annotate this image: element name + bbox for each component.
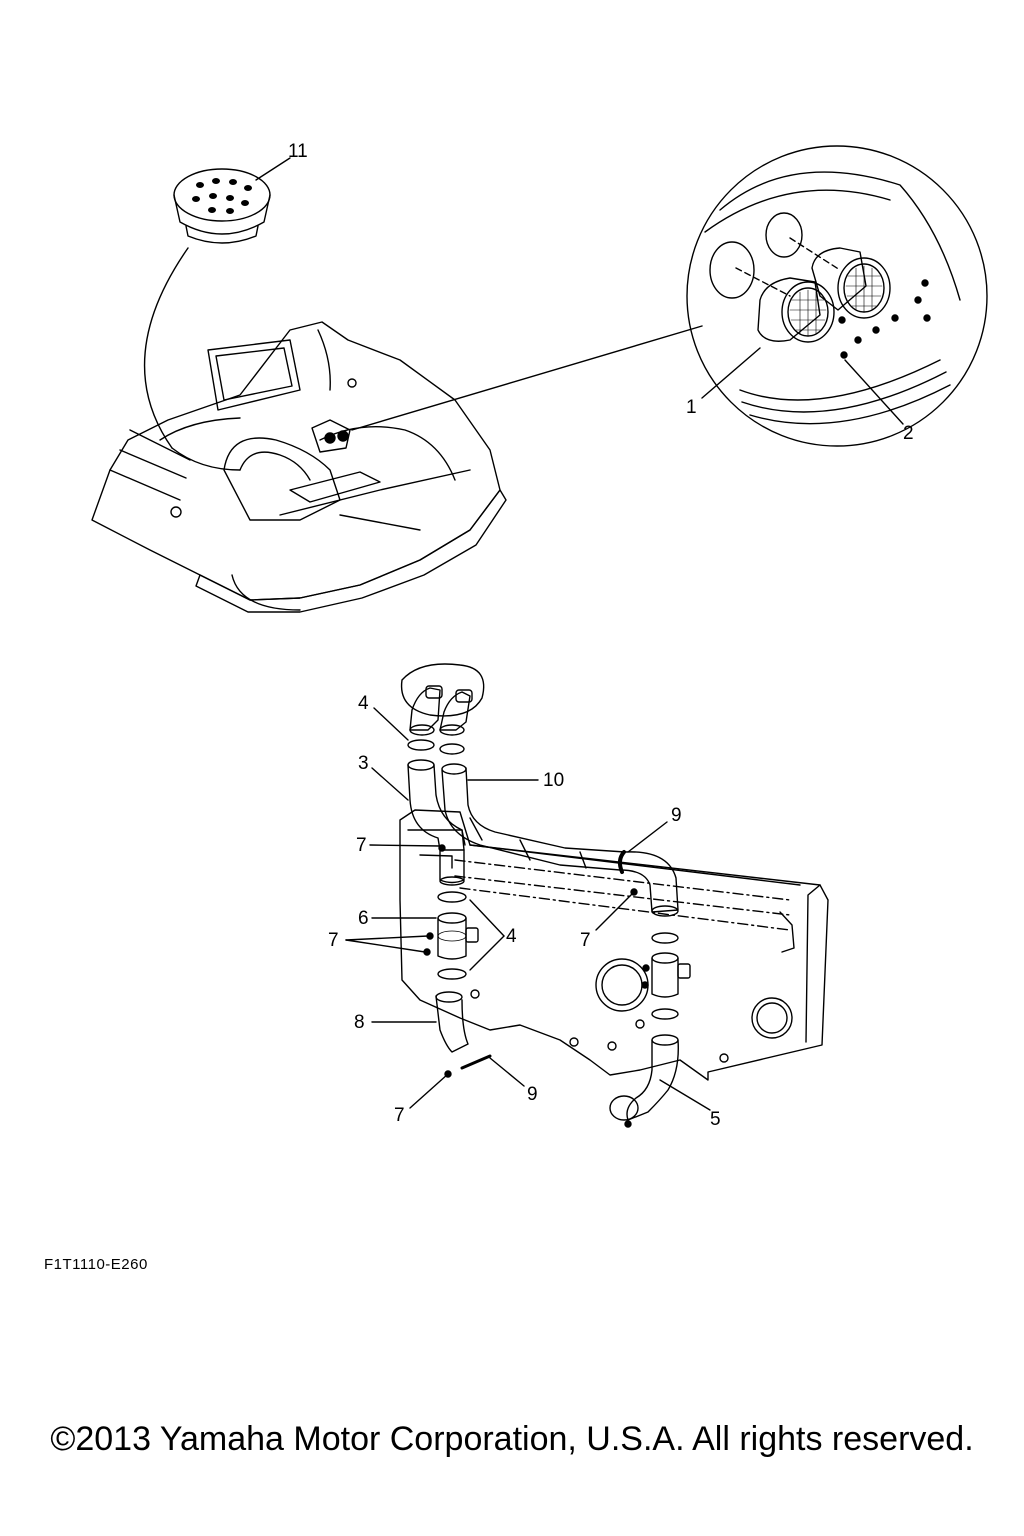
detail-magnifier: [686, 145, 988, 447]
connector-6: [437, 912, 479, 960]
lower-leaders: [345, 707, 711, 1111]
connector-right: [651, 952, 691, 998]
callout-1: 1: [686, 397, 697, 418]
callout-9-upper: 9: [671, 805, 682, 826]
callout-7-left: 7: [328, 930, 339, 951]
callout-7-right: 7: [580, 930, 591, 951]
mounting-panel: [399, 809, 829, 1081]
hull-outline-curve: [171, 447, 241, 471]
hose-8: [435, 991, 469, 1053]
leader-11-to-hull: [143, 247, 189, 449]
leader-hull-to-detail: [351, 325, 703, 431]
callout-4-lower: 4: [506, 926, 517, 947]
callout-9-lower: 9: [527, 1084, 538, 1105]
callout-5: 5: [710, 1109, 721, 1130]
copyright-notice: ©2013 Yamaha Motor Corporation, U.S.A. A…: [50, 1420, 974, 1458]
callout-11: 11: [288, 141, 308, 162]
fitting-upper-left: [439, 849, 465, 886]
hose-3: [407, 759, 465, 851]
band-9-lower: [460, 1054, 492, 1070]
callout-2: 2: [903, 423, 914, 444]
vent-cap-part-11: [173, 168, 271, 244]
upper-elbows: [400, 663, 485, 736]
gaskets: [407, 739, 679, 1020]
hose-5: [609, 1034, 679, 1121]
leader-2: [844, 359, 904, 425]
callout-10: 10: [543, 770, 565, 791]
callout-4-upper: 4: [358, 693, 369, 714]
callout-7-bottom: 7: [394, 1105, 405, 1126]
callout-3: 3: [358, 753, 369, 774]
hose-10-bend: [619, 851, 679, 917]
band-9-upper: [617, 850, 626, 874]
leader-1: [701, 347, 761, 399]
leader-11: [255, 157, 291, 181]
hull-deck: [91, 321, 507, 613]
hose-10: [441, 763, 626, 871]
callout-6: 6: [358, 908, 369, 929]
callout-7-upper: 7: [356, 835, 367, 856]
diagram-code: F1T1110-E260: [44, 1256, 148, 1273]
callout-8: 8: [354, 1012, 365, 1033]
